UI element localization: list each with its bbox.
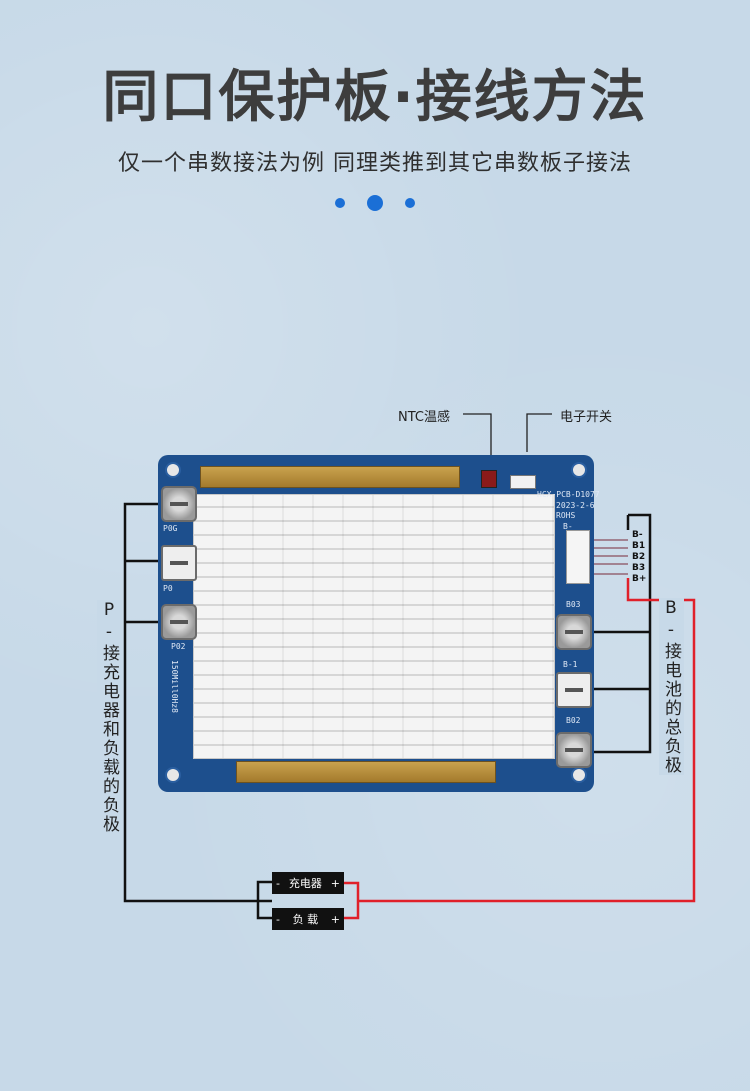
top-copper-strip [200, 466, 460, 488]
pin-label: B3 [632, 563, 646, 573]
ntc-callout-line [463, 413, 492, 468]
charger-box: - 充电器 + [272, 872, 344, 894]
sense-leads [590, 539, 628, 575]
dot-3 [405, 197, 415, 208]
load-minus: - [276, 912, 280, 926]
silk-p0g: P0G [163, 524, 178, 533]
charger-minus: - [276, 876, 280, 890]
load-name: 负 载 [292, 913, 319, 926]
mount-hole [165, 767, 181, 783]
load-box: - 负 载 + [272, 908, 344, 930]
p0g-terminal [161, 486, 197, 522]
bottom-copper-strip [236, 761, 496, 783]
left-negative-wire [123, 502, 272, 903]
ntc-sensor [481, 470, 497, 488]
positive-wire [358, 578, 696, 903]
silk-side-code: 150Mill0Hz8 [170, 660, 179, 713]
mount-hole [571, 767, 587, 783]
silk-date: 2023-2-6 [556, 501, 595, 510]
load-minus-wire [256, 901, 272, 920]
mount-hole [571, 462, 587, 478]
plus-junction-wire [344, 881, 360, 920]
page-title: 同口保护板·接线方法 [102, 65, 648, 130]
pin-label: B- [632, 530, 643, 540]
battery-negative-label: B-接电池的总负极 [659, 598, 684, 775]
load-negative-label: P-接充电器和负载的负极 [97, 600, 122, 834]
pagination-dots [0, 192, 750, 211]
b02-terminal [556, 732, 592, 768]
page-subtitle: 仅一个串数接法为例 同理类推到其它串数板子接法 [118, 151, 632, 176]
b03-terminal [556, 614, 592, 650]
dot-2 [367, 194, 383, 211]
silk-p02: P02 [171, 642, 186, 651]
charger-name: 充电器 [288, 877, 322, 890]
switch-label: 电子开关 [560, 410, 613, 425]
silk-b1: B-1 [563, 660, 578, 669]
silk-rohs: ROHS [556, 511, 576, 520]
pin-label: B2 [632, 552, 646, 562]
switch-callout-line [526, 413, 552, 452]
silk-model: HCX-PCB-D1077 [537, 490, 600, 499]
silk-b02: B02 [566, 716, 581, 725]
balance-connector [566, 530, 590, 584]
right-negative-wire [590, 513, 652, 754]
silk-connector-side: B- [563, 522, 573, 531]
pin-label: B+ [632, 574, 647, 584]
switch-header [510, 475, 536, 489]
p02-terminal [161, 604, 197, 640]
silk-b03: B03 [566, 600, 581, 609]
pin-labels: B- B1 B2 B3 B+ [632, 530, 646, 585]
load-plus: + [330, 912, 340, 926]
silk-p0: P0 [163, 584, 173, 593]
dot-1 [335, 197, 345, 208]
mount-hole [165, 462, 181, 478]
b1-terminal [556, 672, 592, 708]
charger-minus-wire [256, 880, 272, 901]
charger-plus: + [330, 876, 340, 890]
heatsink [193, 494, 555, 759]
p0-terminal [161, 545, 197, 581]
pin-label: B1 [632, 541, 646, 551]
ntc-label: NTC温感 [398, 410, 450, 425]
